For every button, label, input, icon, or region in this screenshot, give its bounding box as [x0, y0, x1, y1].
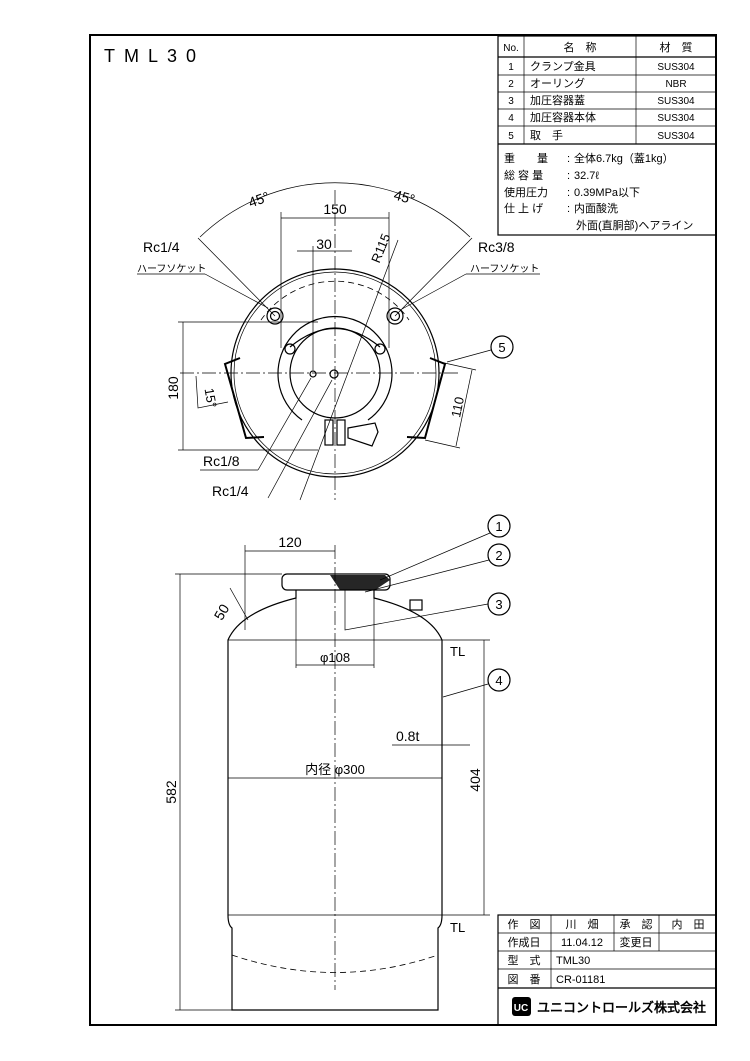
- port-bottom2-label: Rc1/4: [212, 483, 249, 499]
- parts-table-rows-4-no: 5: [508, 131, 514, 142]
- svg-text::: :: [567, 187, 570, 199]
- port-left-label: Rc1/4: [143, 239, 180, 255]
- svg-text::: :: [567, 170, 570, 182]
- dim-180: 180: [165, 376, 181, 400]
- header-no: No.: [503, 43, 519, 54]
- specs-1-value: 32.7ℓ: [574, 170, 599, 182]
- parts-table-rows-1-material: NBR: [665, 79, 686, 90]
- vessel-body: [227, 590, 443, 1011]
- top-view: 45° 45° 150 30 R115 Rc1/4 ハーフソケット Rc3/8 …: [137, 182, 540, 501]
- balloon-5: [490, 335, 514, 359]
- title-block: 作 図 川 畑 承 認 内 田 作成日 11.04.12 変更日 型 式 TML…: [497, 914, 717, 1026]
- table-row: 2 オーリング NBR: [508, 76, 686, 90]
- svg-text::: :: [567, 153, 570, 165]
- specs-4-value: 外面(直胴部)ヘアライン: [576, 218, 693, 232]
- title-block-drawing-no: CR-01181: [556, 974, 605, 986]
- port-left-sub: ハーフソケット: [137, 263, 206, 275]
- drawing-frame: [89, 34, 717, 1026]
- dim-582: 582: [163, 780, 179, 804]
- balloon-4: [487, 668, 511, 692]
- handle-right: [406, 357, 447, 440]
- drawing-title: TML30: [104, 46, 205, 66]
- company-logo-icon: [512, 997, 531, 1016]
- header-material: 材 質: [660, 40, 693, 54]
- inner-diameter-label: 内径 φ300: [305, 762, 365, 777]
- angle-15-label: 15°: [202, 387, 220, 409]
- svg-text:UC: UC: [514, 1003, 528, 1014]
- table-row: 4 加圧容器本体 SUS304: [508, 110, 695, 124]
- dim-30: 30: [316, 236, 332, 252]
- parts-table-rows-1-name: オーリング: [530, 76, 585, 90]
- radius-label: R115: [368, 231, 393, 265]
- title-block-drawn-by: 川 畑: [566, 918, 599, 931]
- thickness-label: 0.8t: [396, 728, 419, 744]
- balloon-1: [487, 514, 511, 538]
- parts-table-rows-0-no: 1: [508, 62, 514, 73]
- side-view-balloons-1: 2: [495, 548, 502, 563]
- angle-right-label: 45°: [392, 187, 417, 208]
- side-view: 120 50 φ108 582 404 TL TL 0.8t 内径 φ300 1…: [163, 514, 511, 1011]
- port-right-label: Rc3/8: [478, 239, 515, 255]
- dim-50: 50: [211, 601, 233, 623]
- parts-table-rows-4-name: 取 手: [530, 128, 563, 142]
- tl-bottom-label: TL: [450, 920, 465, 935]
- table-row: 1 クランプ金具 SUS304: [508, 59, 695, 73]
- title-block-model-label: 型 式: [508, 953, 541, 967]
- parts-table-rows-3-no: 4: [508, 113, 514, 124]
- specs-0-value: 全体6.7kg（蓋1kg）: [574, 151, 674, 165]
- port-right: [386, 307, 404, 325]
- specs-1-label: 総 容 量: [504, 168, 543, 182]
- header-name: 名 称: [564, 40, 597, 54]
- parts-table-rows-0-material: SUS304: [657, 62, 695, 73]
- port-right-sub: ハーフソケット: [470, 263, 539, 275]
- title-block-drawn-label: 作 図: [508, 918, 541, 931]
- parts-table-rows-0-name: クランプ金具: [530, 59, 596, 73]
- company-name: ユニコントロールズ株式会社: [537, 1000, 706, 1015]
- title-block-drawing-no-label: 図 番: [508, 973, 541, 986]
- dim-120: 120: [278, 534, 302, 550]
- title-block-date: 11.04.12: [561, 937, 603, 949]
- dim-404: 404: [467, 768, 483, 792]
- parts-table: No. 名 称 材 質 1 クランプ金具 SUS304 2 オーリング NBR …: [497, 35, 717, 236]
- side-view-balloons-0: 1: [495, 519, 502, 534]
- parts-table-rows-2-no: 3: [508, 96, 514, 107]
- title-block-date-label: 作成日: [508, 936, 541, 949]
- lid: [281, 573, 391, 591]
- parts-table-rows-2-name: 加圧容器蓋: [530, 93, 585, 107]
- dim-110: 110: [448, 395, 467, 418]
- side-view-balloons-3: 4: [495, 673, 502, 688]
- title-block-revised-label: 変更日: [620, 935, 653, 949]
- angle-left-label: 45°: [246, 188, 271, 210]
- tl-top-label: TL: [450, 644, 465, 659]
- title-block-model: TML30: [556, 955, 590, 967]
- side-view-balloons-2: 3: [495, 597, 502, 612]
- dim-150: 150: [323, 201, 347, 217]
- svg-text::: :: [567, 203, 570, 215]
- specs-2-value: 0.39MPa以下: [574, 187, 640, 199]
- top-view-balloon-5: 5: [498, 340, 505, 355]
- title-block-approved-by: 内 田: [672, 917, 705, 931]
- parts-table-rows-2-material: SUS304: [657, 96, 695, 107]
- specs-0-label: 重 量: [504, 151, 548, 165]
- port-left: [266, 307, 284, 325]
- specs-2-label: 使用圧力: [504, 186, 548, 199]
- specs-3-value: 内面酸洗: [574, 201, 618, 215]
- specs-3-label: 仕 上 げ: [504, 202, 543, 215]
- specs: 重 量:全体6.7kg（蓋1kg） 総 容 量:32.7ℓ 使用圧力:0.39M…: [504, 151, 693, 232]
- parts-table-rows-3-name: 加圧容器本体: [530, 110, 596, 124]
- dim-phi108: φ108: [320, 650, 350, 665]
- parts-table-rows-4-material: SUS304: [657, 131, 695, 142]
- table-row: 3 加圧容器蓋 SUS304: [508, 93, 695, 107]
- handle-left: [223, 357, 265, 440]
- balloon-2: [487, 543, 511, 567]
- table-row: 5 取 手 SUS304: [508, 128, 695, 142]
- parts-table-rows-1-no: 2: [508, 79, 514, 90]
- port-bottom1-label: Rc1/8: [203, 453, 240, 469]
- title-block-approved-label: 承 認: [620, 917, 653, 931]
- parts-table-rows-3-material: SUS304: [657, 113, 695, 124]
